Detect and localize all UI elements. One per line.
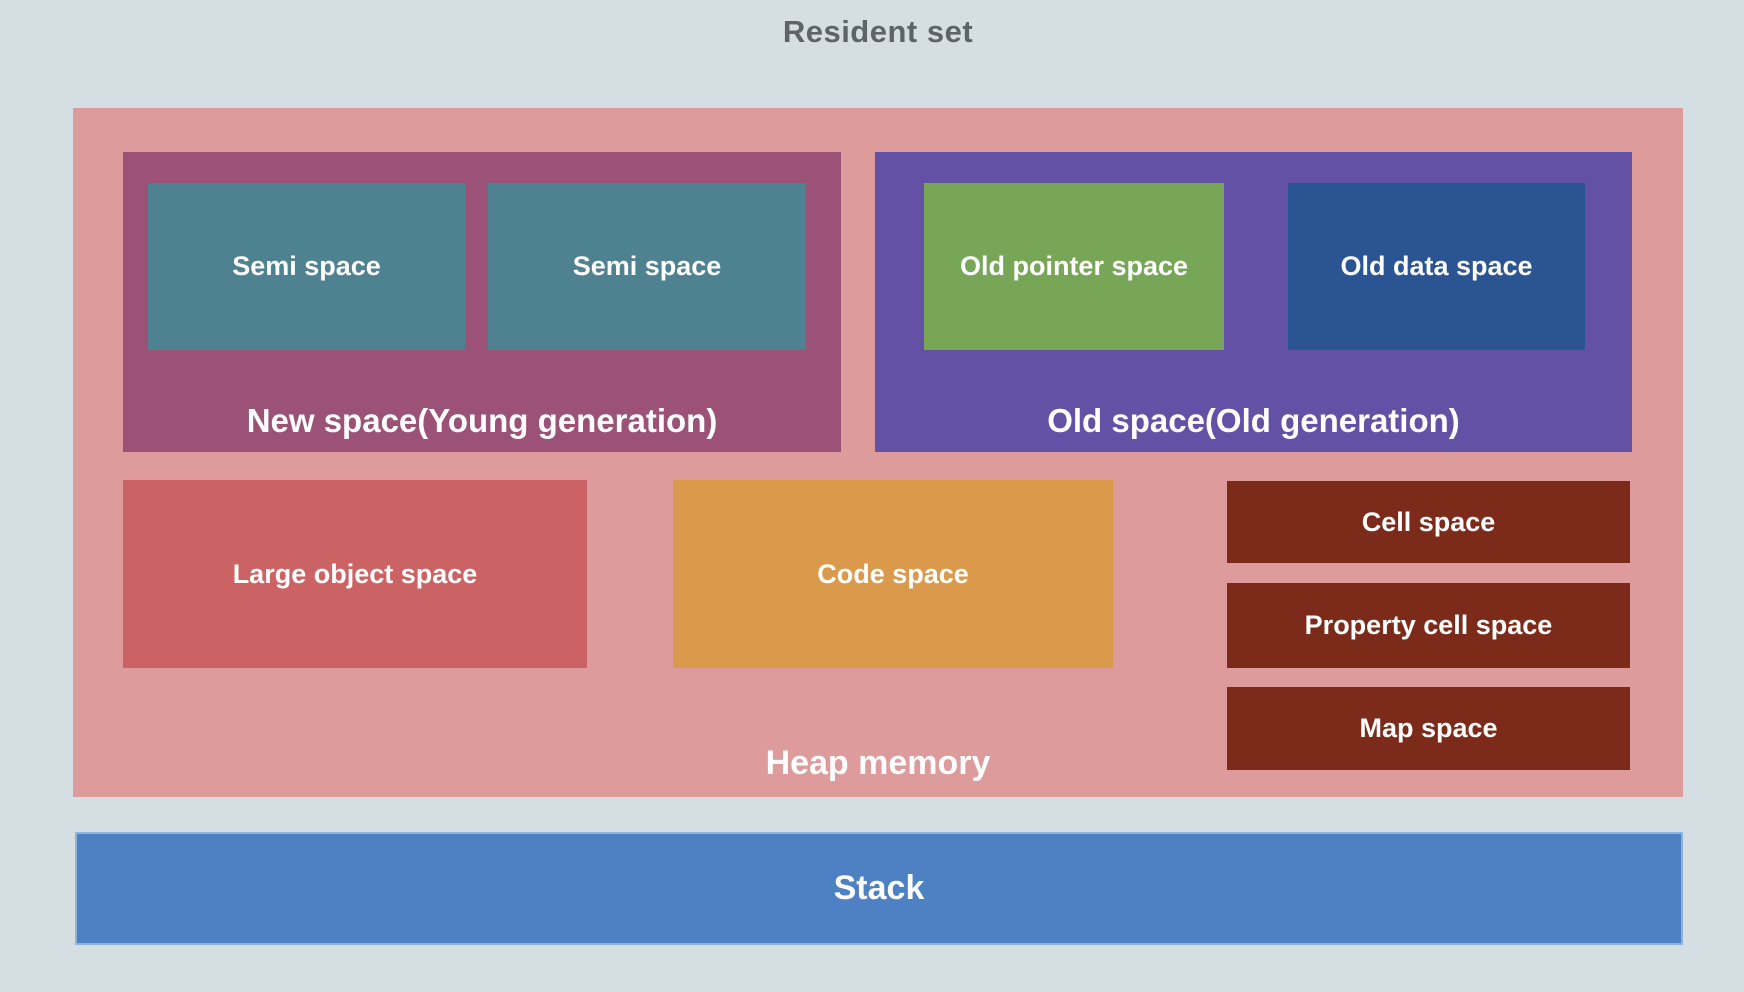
old-space-box: Old pointer space Old data space Old spa… [875, 152, 1632, 452]
old-data-space-box: Old data space [1288, 183, 1585, 350]
old-space-label: Old space(Old generation) [1047, 402, 1460, 439]
heap-memory-label: Heap memory [765, 744, 991, 782]
map-space-box: Map space [1227, 687, 1630, 770]
large-object-space-box: Large object space [123, 480, 587, 668]
new-space-box: Semi space Semi space New space(Young ge… [123, 152, 841, 452]
heap-memory-box: Semi space Semi space New space(Young ge… [73, 108, 1683, 797]
semi-space-box-1: Semi space [148, 183, 465, 350]
cell-space-box: Cell space [1227, 481, 1630, 563]
old-pointer-space-box: Old pointer space [924, 183, 1224, 350]
resident-set-title: Resident set [782, 14, 974, 49]
property-cell-space-box: Property cell space [1227, 583, 1630, 668]
new-space-label: New space(Young generation) [246, 402, 718, 439]
code-space-box: Code space [673, 480, 1113, 668]
stack-box: Stack [75, 832, 1683, 945]
semi-space-box-2: Semi space [488, 183, 806, 350]
